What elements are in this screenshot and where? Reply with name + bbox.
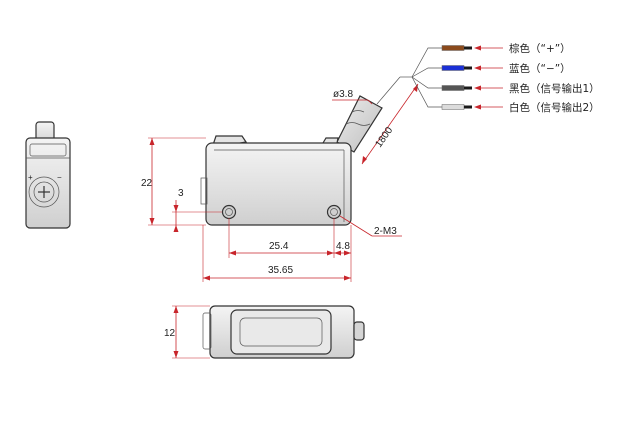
wire-label: 棕色（“+”） <box>509 42 571 55</box>
arrow-left-icon <box>474 104 481 110</box>
adjust-knob-icon <box>28 176 60 208</box>
dimension-lines <box>148 83 419 359</box>
top-view <box>202 305 365 359</box>
wire-label: 白色（信号输出2） <box>509 101 600 114</box>
arrow-left-icon <box>474 65 481 71</box>
wire-row: 白色（信号输出2） <box>441 101 600 114</box>
front-view <box>200 95 383 226</box>
dim-22: 22 <box>141 178 153 189</box>
wire-swatch <box>441 104 465 110</box>
svg-text:+: + <box>28 173 33 182</box>
wire-tip <box>464 46 472 50</box>
dim-12: 12 <box>164 328 176 339</box>
wire-tip <box>464 105 472 109</box>
dim-4-8: 4.8 <box>336 241 350 252</box>
wire-row: 黑色（信号输出1） <box>441 82 600 95</box>
dim-cable-diameter: ø3.8 <box>333 89 353 100</box>
dim-cable-length: 1800 <box>373 125 395 150</box>
dim-2-m3: 2-M3 <box>374 226 397 237</box>
wire-swatch <box>441 65 465 71</box>
arrow-left-icon <box>474 85 481 91</box>
wire-swatch <box>441 85 465 91</box>
wire-swatch <box>441 45 465 51</box>
wire-legend: 棕色（“+”） 蓝色（“−”） 黑色（信号输出1） 白色（信号输出2） <box>441 42 600 114</box>
arrow-left-icon <box>474 45 481 51</box>
wire-label: 蓝色（“−”） <box>509 62 571 75</box>
wire-row: 棕色（“+”） <box>441 42 571 55</box>
sensor-housing <box>205 142 352 226</box>
wire-tip <box>464 86 472 90</box>
side-view: + − <box>25 121 71 229</box>
dim-3: 3 <box>178 188 184 199</box>
mount-hole-left <box>221 204 237 220</box>
wire-fanout <box>376 47 442 108</box>
dim-35-65: 35.65 <box>268 265 293 276</box>
svg-text:−: − <box>57 173 62 182</box>
dim-25-4: 25.4 <box>269 241 289 252</box>
mount-hole-right <box>326 204 342 220</box>
wire-row: 蓝色（“−”） <box>441 62 571 75</box>
wire-tip <box>464 66 472 70</box>
wire-label: 黑色（信号输出1） <box>509 82 600 95</box>
